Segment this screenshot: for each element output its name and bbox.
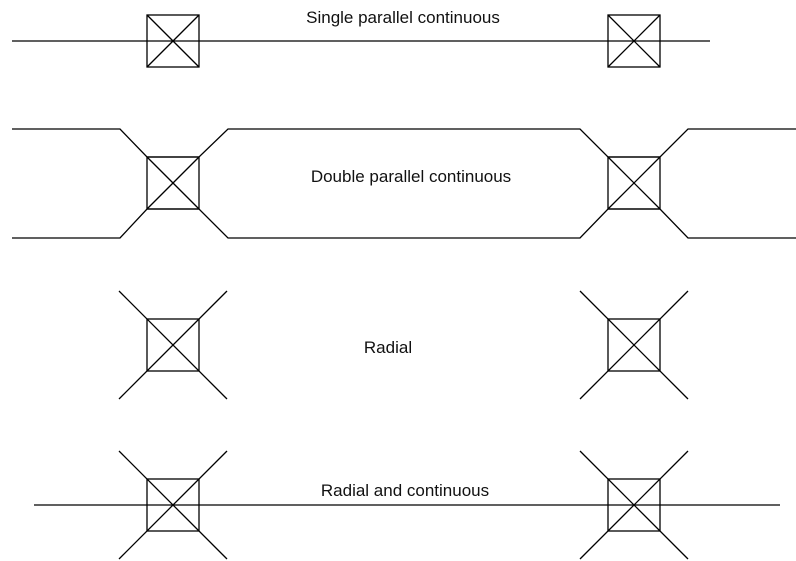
- radial-continuous-group: [34, 450, 780, 560]
- radial-left-box: [118, 290, 228, 400]
- single-left-box: [146, 14, 200, 68]
- single-parallel-continuous-label: Single parallel continuous: [306, 8, 500, 27]
- double-left-box: [146, 156, 200, 210]
- double-top-line: [12, 128, 796, 158]
- radial-group: [118, 290, 689, 400]
- double-parallel-continuous-label: Double parallel continuous: [310, 167, 512, 186]
- radial-right-box: [579, 290, 689, 400]
- radial-and-continuous-label: Radial and continuous: [320, 481, 490, 500]
- double-parallel-continuous-group: [12, 128, 796, 239]
- double-right-box: [607, 156, 661, 210]
- double-bottom-line: [12, 208, 796, 239]
- radial-continuous-left-box: [118, 450, 228, 560]
- single-right-box: [607, 14, 661, 68]
- radial-continuous-right-box: [579, 450, 689, 560]
- single-parallel-continuous-group: [12, 14, 710, 68]
- radial-label: Radial: [363, 338, 413, 357]
